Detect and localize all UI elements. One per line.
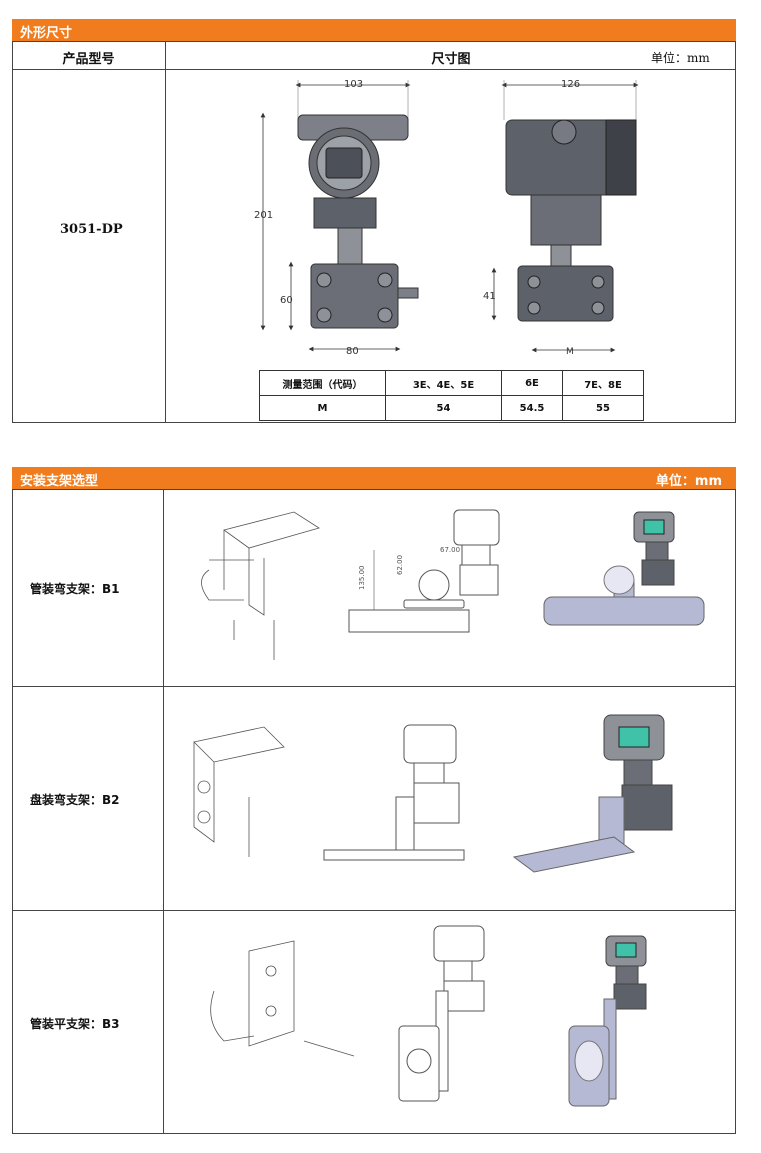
bracket-b2-line-drawing — [193, 726, 285, 857]
column-header-model: 产品型号 — [62, 52, 115, 67]
table-cell: 55 — [562, 395, 644, 421]
bracket-b2-render — [512, 714, 673, 873]
table-header-cell: 7E、8E — [562, 370, 644, 396]
dimensions-table — [12, 41, 736, 423]
bracket-b3-line-drawing — [210, 940, 355, 1057]
dim-front-width: 103 — [344, 79, 363, 90]
dim-height: 201 — [254, 210, 273, 221]
section-title: 安装支架选型 — [20, 474, 99, 489]
dim-side-width: 126 — [561, 79, 580, 90]
bracket-b3-drawings — [210, 925, 647, 1107]
table-cell: M — [259, 395, 386, 421]
dim-side-lower: 41 — [483, 291, 496, 302]
table-header-cell: 6E — [501, 370, 563, 396]
product-model: 3051-DP — [60, 222, 123, 237]
section-title: 外形尺寸 — [20, 26, 73, 41]
dimension-drawing: 103 201 60 80 126 41 M — [254, 79, 639, 357]
bracket-b1-line-drawing — [201, 511, 320, 660]
dim-b1-width-a: 67.00 — [440, 546, 460, 554]
dim-bottom-width: 80 — [346, 346, 359, 357]
column-header-drawing: 尺寸图 — [431, 52, 471, 67]
unit-label: 单位：mm — [651, 51, 710, 65]
bracket-label-b1: 管装弯支架：B1 — [30, 582, 120, 596]
bracket-b2-assembly-drawing — [323, 724, 465, 861]
dim-lower-height: 60 — [280, 295, 293, 306]
transmitter-side-view — [505, 119, 637, 322]
measurement-range-table: 测量范围（代码） 3E、4E、5E 6E 7E、8E M 54 54.5 55 — [259, 370, 644, 421]
table-row: M 54 54.5 55 — [259, 395, 644, 421]
bracket-label-b2: 盘装弯支架：B2 — [30, 793, 120, 807]
bracket-b1-drawings: 135.00 67.00 62.00 — [201, 509, 705, 660]
bracket-b3-assembly-drawing — [398, 925, 485, 1102]
dim-b1-height: 135.00 — [358, 566, 366, 591]
bracket-b3-render — [568, 935, 647, 1107]
section-header-dimensions: 外形尺寸 — [12, 19, 736, 41]
table-cell: 54.5 — [501, 395, 563, 421]
transmitter-front-view — [297, 114, 419, 329]
table-cell: 54 — [385, 395, 502, 421]
unit-label: 单位：mm — [655, 474, 722, 489]
bracket-b1-assembly-drawing: 135.00 67.00 62.00 — [348, 509, 500, 633]
bracket-table — [12, 489, 736, 1134]
dim-b1-width-b: 62.00 — [396, 555, 404, 575]
bracket-b2-drawings — [193, 714, 673, 873]
bracket-label-b3: 管装平支架：B3 — [30, 1017, 120, 1031]
section-header-bracket: 安装支架选型 单位：mm — [12, 467, 736, 489]
dim-side-m: M — [566, 347, 574, 357]
table-header-cell: 测量范围（代码） — [259, 370, 386, 396]
table-header-cell: 3E、4E、5E — [385, 370, 502, 396]
table-row: 测量范围（代码） 3E、4E、5E 6E 7E、8E — [259, 370, 644, 396]
bracket-b1-render — [543, 511, 705, 626]
